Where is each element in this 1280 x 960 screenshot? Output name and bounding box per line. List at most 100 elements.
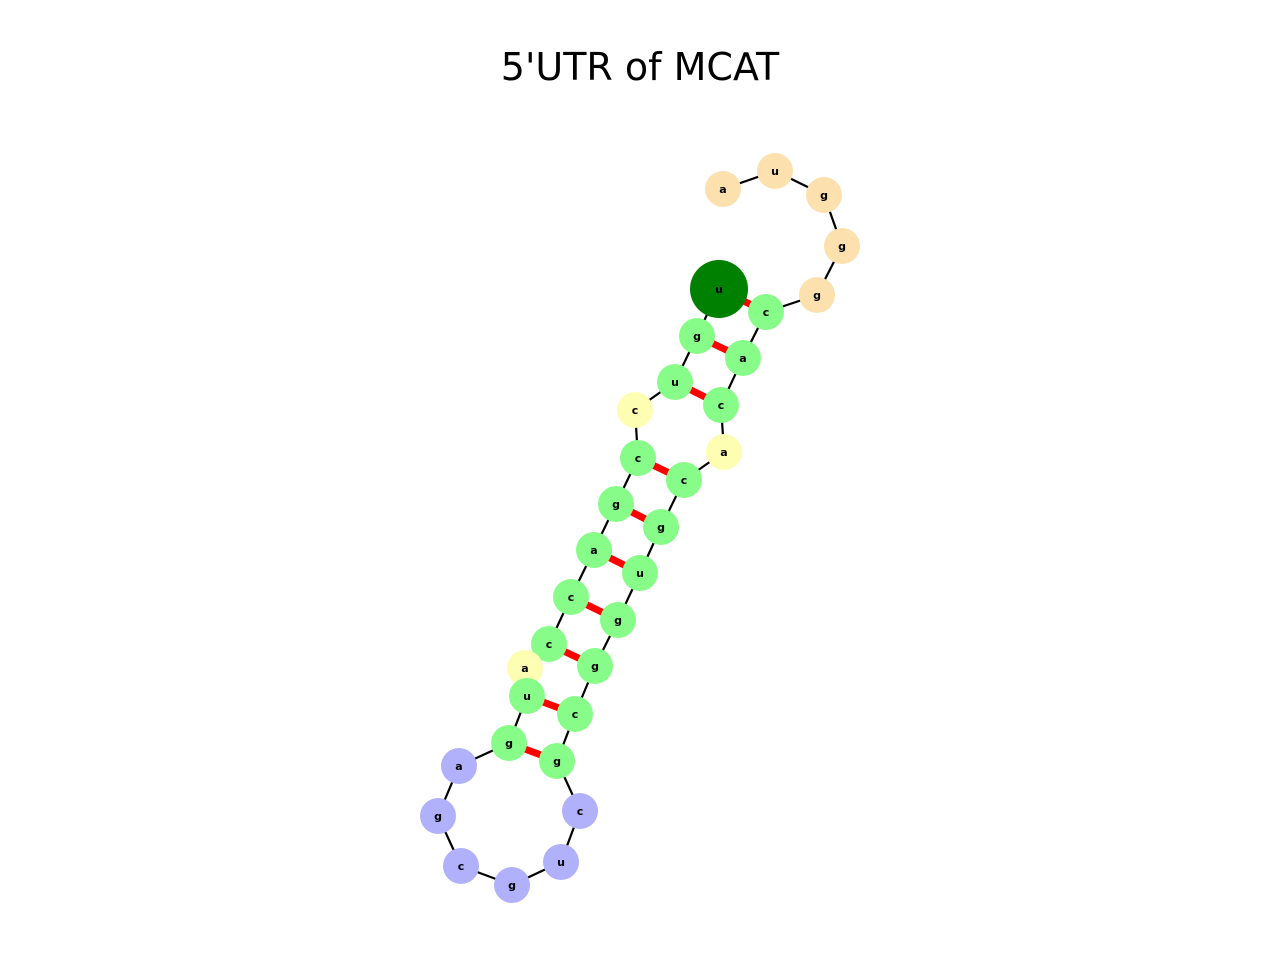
nucleotide-circle	[494, 867, 530, 903]
nucleotide-node: g	[491, 725, 527, 761]
nucleotide-label: a	[739, 352, 746, 365]
nucleotide-circle	[600, 602, 636, 638]
nucleotide-node: g	[600, 602, 636, 638]
nucleotide-node: u	[622, 555, 658, 591]
nucleotide-node: c	[557, 696, 593, 732]
nucleotide-label: g	[505, 737, 513, 750]
nucleotide-circle	[509, 678, 545, 714]
nucleotide-node: g	[799, 277, 835, 313]
nucleotide-label: g	[508, 879, 516, 892]
nucleotide-circle	[507, 650, 543, 686]
nucleotide-node: c	[703, 387, 739, 423]
nucleotide-node: a	[725, 340, 761, 376]
backbone-layer	[436, 169, 844, 887]
nucleotide-circle	[491, 725, 527, 761]
nucleotide-label: g	[591, 660, 599, 673]
nucleotide-circle	[690, 260, 748, 318]
nucleotide-label: c	[681, 474, 688, 487]
nucleotide-label: u	[557, 856, 565, 869]
nucleotide-label: c	[572, 708, 579, 721]
nucleotide-label: c	[763, 306, 770, 319]
nucleotide-node: c	[562, 793, 598, 829]
nucleotide-label: u	[671, 376, 679, 389]
nucleotide-node: c	[443, 848, 479, 884]
nucleotide-circle	[622, 555, 658, 591]
nucleotide-node: a	[507, 650, 543, 686]
nucleotide-label: c	[568, 591, 575, 604]
nucleotide-label: u	[715, 283, 723, 296]
nucleotide-label: u	[523, 690, 531, 703]
nucleotide-label: c	[635, 452, 642, 465]
nucleotide-circle	[643, 509, 679, 545]
nucleotide-node: g	[494, 867, 530, 903]
nucleotide-label: a	[521, 662, 528, 675]
nucleotide-label: g	[612, 498, 620, 511]
nucleotide-label: c	[632, 404, 639, 417]
diagram-title: 5'UTR of MCAT	[501, 45, 780, 89]
nucleotide-node: c	[748, 294, 784, 330]
nucleotide-circle	[705, 171, 741, 207]
nucleotide-node: g	[420, 798, 456, 834]
nucleotide-circle	[562, 793, 598, 829]
nucleotide-node: u	[690, 260, 748, 318]
nucleotide-label: g	[838, 240, 846, 253]
nucleotide-circle	[617, 392, 653, 428]
nucleotide-circle	[553, 579, 589, 615]
nucleotide-label: c	[718, 399, 725, 412]
nucleotide-label: c	[458, 860, 465, 873]
nucleotide-node: c	[617, 392, 653, 428]
nucleotide-circle	[657, 364, 693, 400]
nucleotide-label: g	[813, 289, 821, 302]
nucleotide-node: a	[705, 171, 741, 207]
nucleotide-node: c	[553, 579, 589, 615]
nucleotide-label: a	[720, 446, 727, 459]
nucleotide-circle	[666, 462, 702, 498]
nucleotide-circle	[441, 748, 477, 784]
nucleotide-node: g	[598, 486, 634, 522]
nucleotide-node: c	[620, 440, 656, 476]
nucleotide-circle	[620, 440, 656, 476]
nucleotide-circle	[577, 648, 613, 684]
nucleotide-circle	[748, 294, 784, 330]
nucleotide-circle	[757, 153, 793, 189]
nucleotide-label: g	[693, 330, 701, 343]
nucleotide-node: a	[576, 532, 612, 568]
nucleotide-node: g	[577, 648, 613, 684]
nucleotide-circle	[557, 696, 593, 732]
nucleotide-label: g	[614, 614, 622, 627]
nucleotide-circle	[539, 743, 575, 779]
nucleotide-node: a	[706, 434, 742, 470]
nucleotide-circle	[703, 387, 739, 423]
nucleotide-node: u	[543, 844, 579, 880]
nucleotide-label: a	[455, 760, 462, 773]
nucleotide-circle	[543, 844, 579, 880]
nucleotide-label: u	[636, 567, 644, 580]
nucleotide-label: u	[771, 165, 779, 178]
nucleotide-circle	[679, 318, 715, 354]
nucleotide-node: g	[539, 743, 575, 779]
nucleotide-node: g	[824, 228, 860, 264]
nucleotide-label: c	[577, 805, 584, 818]
nucleotide-label: g	[820, 189, 828, 202]
nucleotide-node: c	[666, 462, 702, 498]
nucleotide-node: u	[757, 153, 793, 189]
nucleotide-node: g	[806, 177, 842, 213]
nucleotide-label: c	[546, 638, 553, 651]
nucleotide-node: g	[643, 509, 679, 545]
nucleotide-label: a	[590, 544, 597, 557]
nucleotide-circle	[443, 848, 479, 884]
nucleotide-node: a	[441, 748, 477, 784]
nucleotide-node: g	[679, 318, 715, 354]
nucleotide-circle	[806, 177, 842, 213]
nucleotide-node: c	[531, 626, 567, 662]
nucleotide-label: g	[553, 755, 561, 768]
nucleotide-circle	[725, 340, 761, 376]
nucleotide-label: g	[434, 810, 442, 823]
nucleotide-node: u	[509, 678, 545, 714]
nucleotide-circle	[598, 486, 634, 522]
nucleotide-circle	[576, 532, 612, 568]
nucleotide-label: g	[657, 521, 665, 534]
nucleotide-circle	[799, 277, 835, 313]
nucleotide-label: a	[719, 183, 726, 196]
